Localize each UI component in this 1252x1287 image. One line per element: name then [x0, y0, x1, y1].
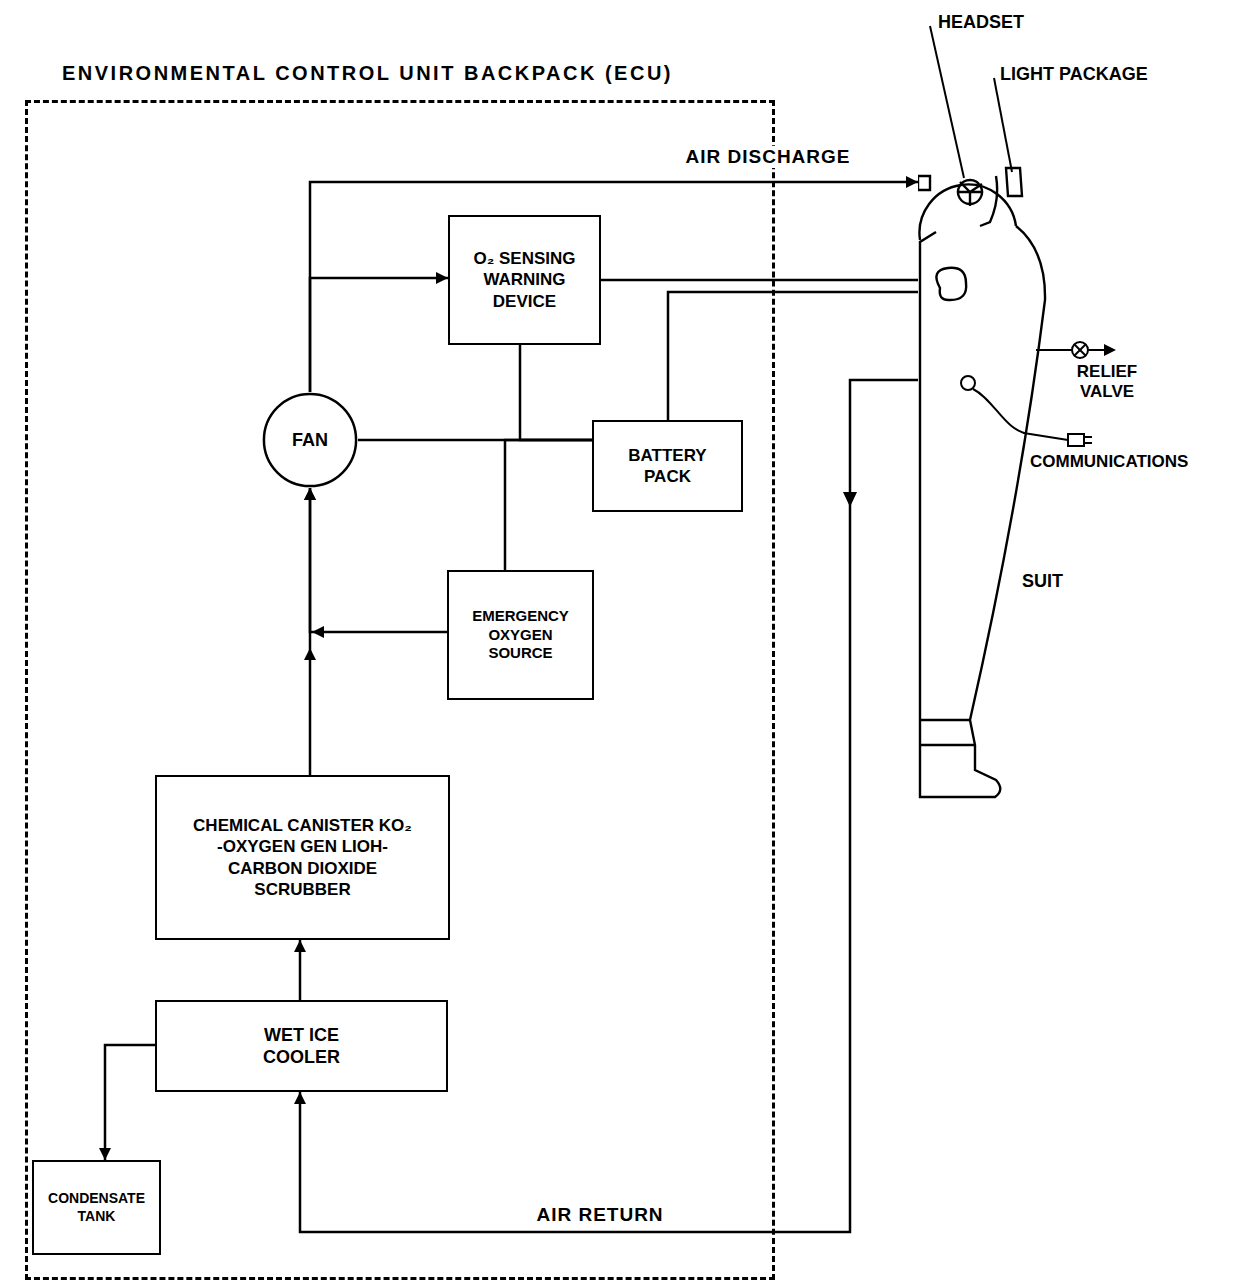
communications-wire — [973, 389, 1068, 440]
part-label: RELIEF VALVE — [1070, 362, 1144, 403]
relief-valve-cross — [1074, 344, 1086, 356]
sensor-box: O₂ SENSING WARNING DEVICE — [448, 215, 601, 345]
air-flow-line — [310, 488, 447, 632]
relief-arrowhead — [1104, 344, 1116, 356]
relief-valve-cross — [1074, 344, 1086, 356]
plug-pin — [1084, 442, 1092, 444]
ecu-region: O₂ SENSING WARNING DEVICE FAN BATTERY PACK… — [25, 100, 775, 1280]
region-heading: ENVIRONMENTAL CONTROL UNIT BACKPACK (ECU… — [62, 61, 673, 86]
relief-valve-symbol — [1072, 342, 1088, 358]
communications-plug — [1068, 434, 1084, 446]
box-label: BATTERY PACK — [605, 445, 731, 488]
suit-figure: SUIT — [918, 150, 1058, 805]
part-name: SUIT — [1022, 570, 1063, 593]
suit-boot-band — [920, 720, 975, 745]
air-flow-line — [105, 1045, 155, 1160]
cooler-box: WET ICE COOLER — [155, 1000, 448, 1092]
part-label: COMMUNICATIONS — [1030, 452, 1188, 472]
canister-box: CHEMICAL CANISTER KO₂ -OXYGEN GEN LIOH-C… — [155, 775, 450, 940]
headset-leader — [930, 26, 964, 178]
oxygen-source-box: EMERGENCY OXYGEN SOURCE — [447, 570, 594, 700]
headset — [958, 180, 982, 206]
light-package — [980, 168, 1022, 226]
fan-circle: FAN — [262, 392, 358, 488]
box-label: O₂ SENSING WARNING DEVICE — [461, 248, 589, 312]
box-label: FAN — [292, 429, 328, 452]
relief-valve-pipe — [1036, 349, 1072, 351]
part-label: HEADSET — [938, 12, 1024, 34]
plug-pin — [1084, 436, 1092, 438]
glove — [936, 268, 966, 300]
helmet-inlet — [918, 176, 930, 190]
fan-circle-outline — [264, 394, 356, 486]
wire — [668, 292, 918, 420]
wire — [601, 279, 918, 282]
suit-outline — [920, 226, 1045, 797]
flow-label: AIR RETURN — [532, 1204, 667, 1226]
relief-valve-outlet — [1088, 349, 1104, 351]
box-label: WET ICE COOLER — [242, 1024, 362, 1069]
wire — [520, 345, 592, 440]
communications-jack — [961, 376, 975, 390]
box-label: EMERGENCY OXYGEN SOURCE — [460, 607, 582, 663]
part-label: LIGHT PACKAGE — [1000, 64, 1148, 86]
suit-drawing — [918, 150, 1058, 805]
battery-box: BATTERY PACK — [592, 420, 743, 512]
box-label: CHEMICAL CANISTER KO₂ -OXYGEN GEN LIOH-C… — [190, 815, 416, 900]
air-flow-line — [310, 182, 918, 392]
air-flow-line — [310, 278, 448, 392]
tank-box: CONDENSATE TANK — [32, 1160, 161, 1255]
wire — [505, 440, 592, 570]
light-package-leader — [994, 78, 1012, 172]
air-flow-line — [299, 940, 302, 1000]
flow-label: AIR DISCHARGE — [681, 146, 854, 168]
box-label: CONDENSATE TANK — [45, 1190, 149, 1225]
